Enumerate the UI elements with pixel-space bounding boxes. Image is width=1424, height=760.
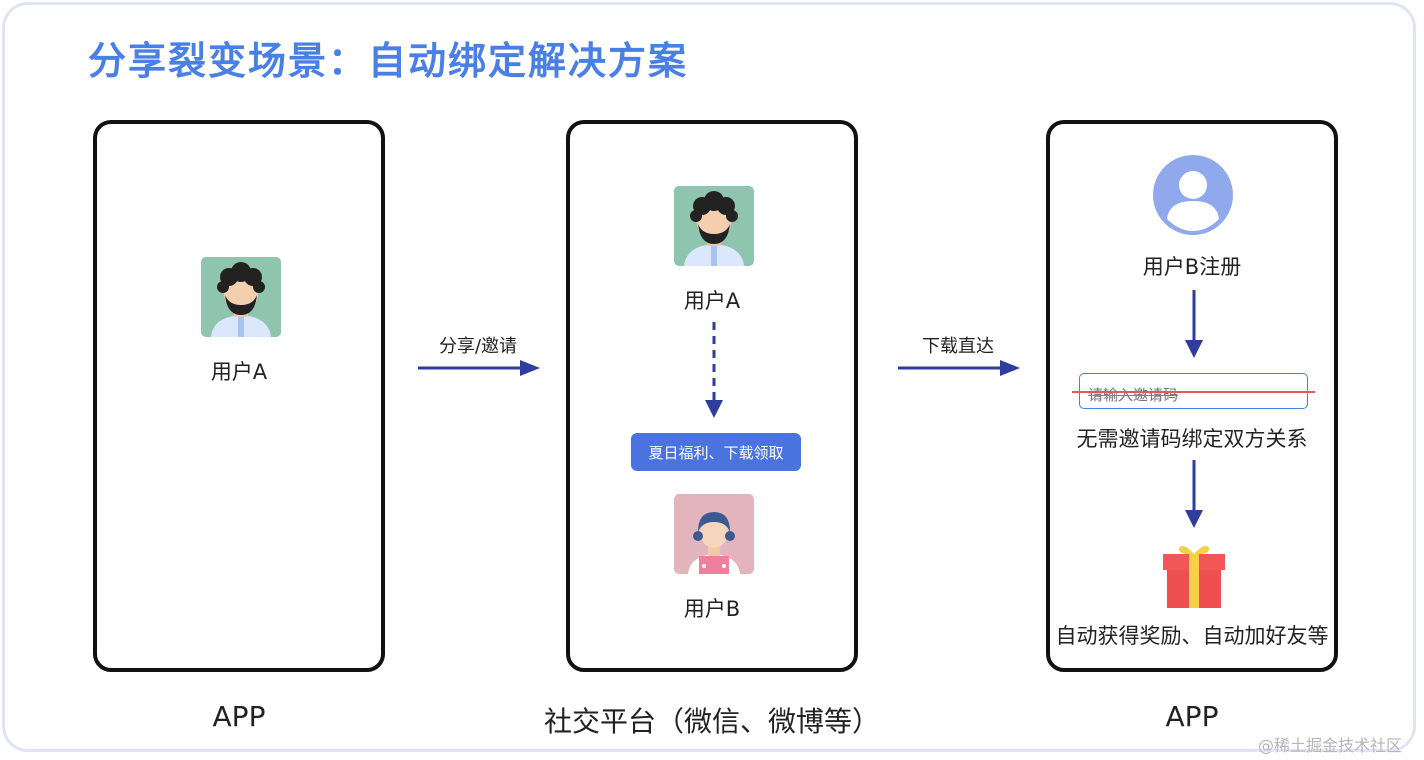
gift-icon xyxy=(1163,546,1225,608)
phone-app-left xyxy=(93,120,385,672)
diagram-frame xyxy=(2,2,1416,752)
user-a-avatar-social xyxy=(674,186,754,266)
promo-download-button[interactable]: 夏日福利、下载领取 xyxy=(631,433,801,471)
share-arrow-label: 分享/邀请 xyxy=(438,336,518,357)
watermark: @稀土掘金技术社区 xyxy=(1258,736,1403,755)
user-a-label-social: 用户A xyxy=(683,289,741,313)
download-arrow xyxy=(898,360,1020,376)
caption-app-left: APP xyxy=(212,700,266,733)
share-arrow xyxy=(418,360,540,376)
reward-text: 自动获得奖励、自动加好友等 xyxy=(1055,624,1329,648)
caption-social: 社交平台（微信、微博等） xyxy=(543,705,880,738)
user-a-avatar xyxy=(201,257,281,337)
dashed-down-arrow xyxy=(705,322,723,418)
down-arrow-1 xyxy=(1185,290,1203,358)
bind-text: 无需邀请码绑定双方关系 xyxy=(1076,427,1308,451)
page-title: 分享裂变场景：自动绑定解决方案 xyxy=(88,39,689,83)
strikethrough-line xyxy=(1072,391,1315,393)
user-a-label-left: 用户A xyxy=(210,360,268,384)
user-b-avatar xyxy=(674,494,754,574)
register-label: 用户B注册 xyxy=(1142,255,1242,279)
down-arrow-2 xyxy=(1185,460,1203,528)
user-profile-icon xyxy=(1153,155,1233,235)
caption-app-right: APP xyxy=(1165,700,1219,733)
user-b-label: 用户B xyxy=(683,597,741,621)
download-arrow-label: 下载直达 xyxy=(922,336,994,357)
